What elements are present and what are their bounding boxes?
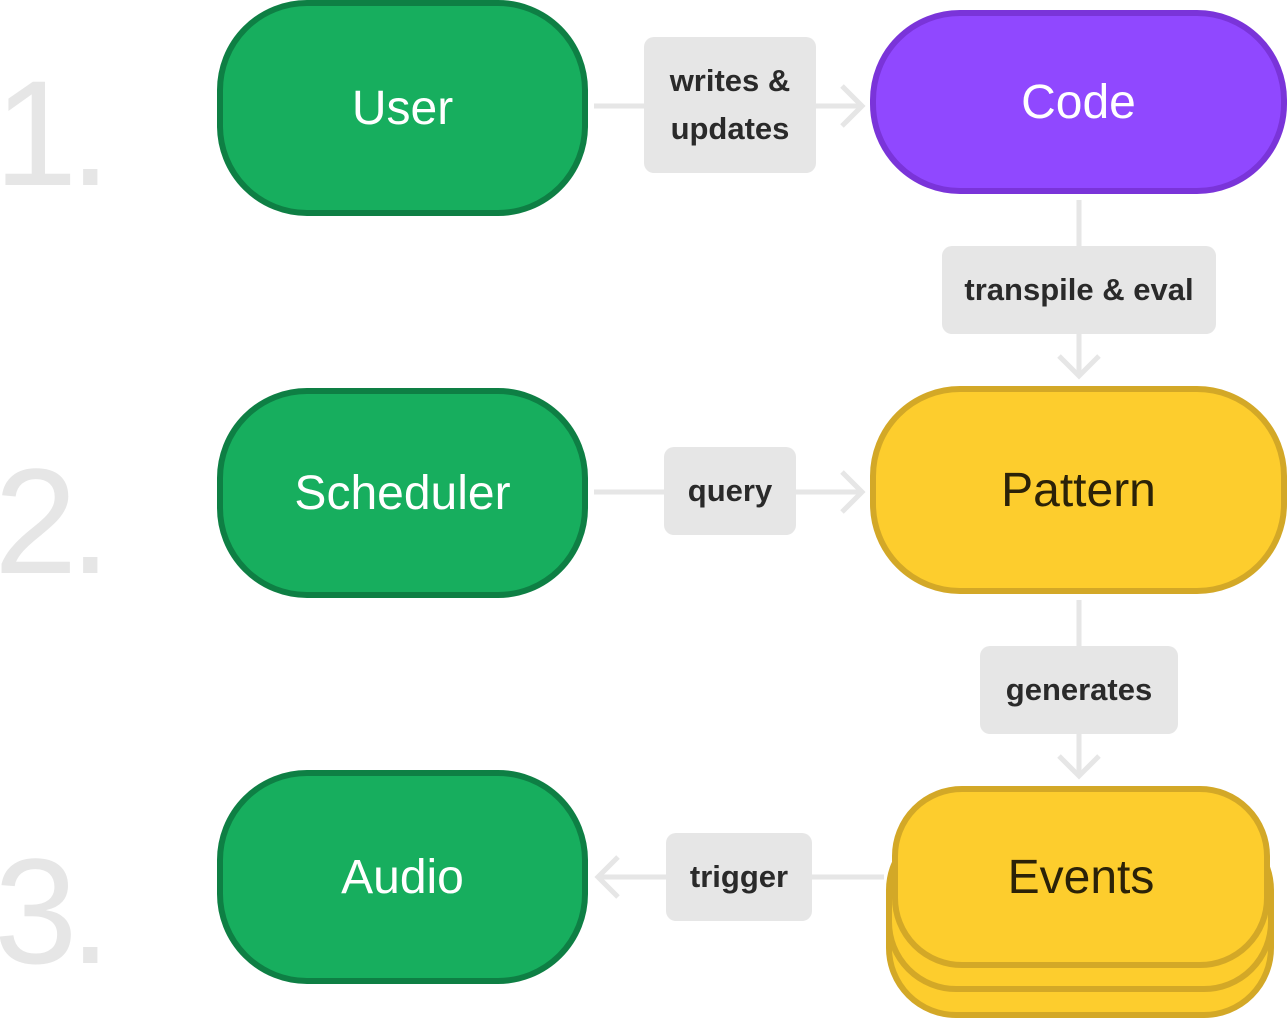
trigger-label: trigger: [666, 833, 812, 921]
transpile-eval-label: transpile & eval: [942, 246, 1216, 334]
step-number-1: 1.: [0, 49, 111, 217]
writes-updates-label-line-2: updates: [670, 111, 790, 146]
edge-scheduler-pattern-arrowhead: [840, 470, 866, 514]
writes-updates-label-line-1: writes &: [669, 63, 791, 98]
code-node: Code: [870, 10, 1287, 194]
edge-events-audio-arrowhead: [594, 855, 620, 899]
user-node: User: [217, 0, 588, 216]
audio-node: Audio: [217, 770, 588, 984]
pattern-node: Pattern: [870, 386, 1287, 594]
generates-label: generates: [980, 646, 1178, 734]
step-number-3: 3.: [0, 827, 111, 995]
events-node: Events: [892, 786, 1270, 968]
scheduler-node: Scheduler: [217, 388, 588, 598]
edge-code-pattern-arrowhead: [1057, 354, 1101, 380]
query-label: query: [664, 447, 796, 535]
edge-user-code-arrowhead: [840, 84, 866, 128]
writes-updates-label: writes & updates: [644, 37, 816, 173]
edge-pattern-events-arrowhead: [1057, 754, 1101, 780]
step-number-2: 2.: [0, 437, 111, 605]
